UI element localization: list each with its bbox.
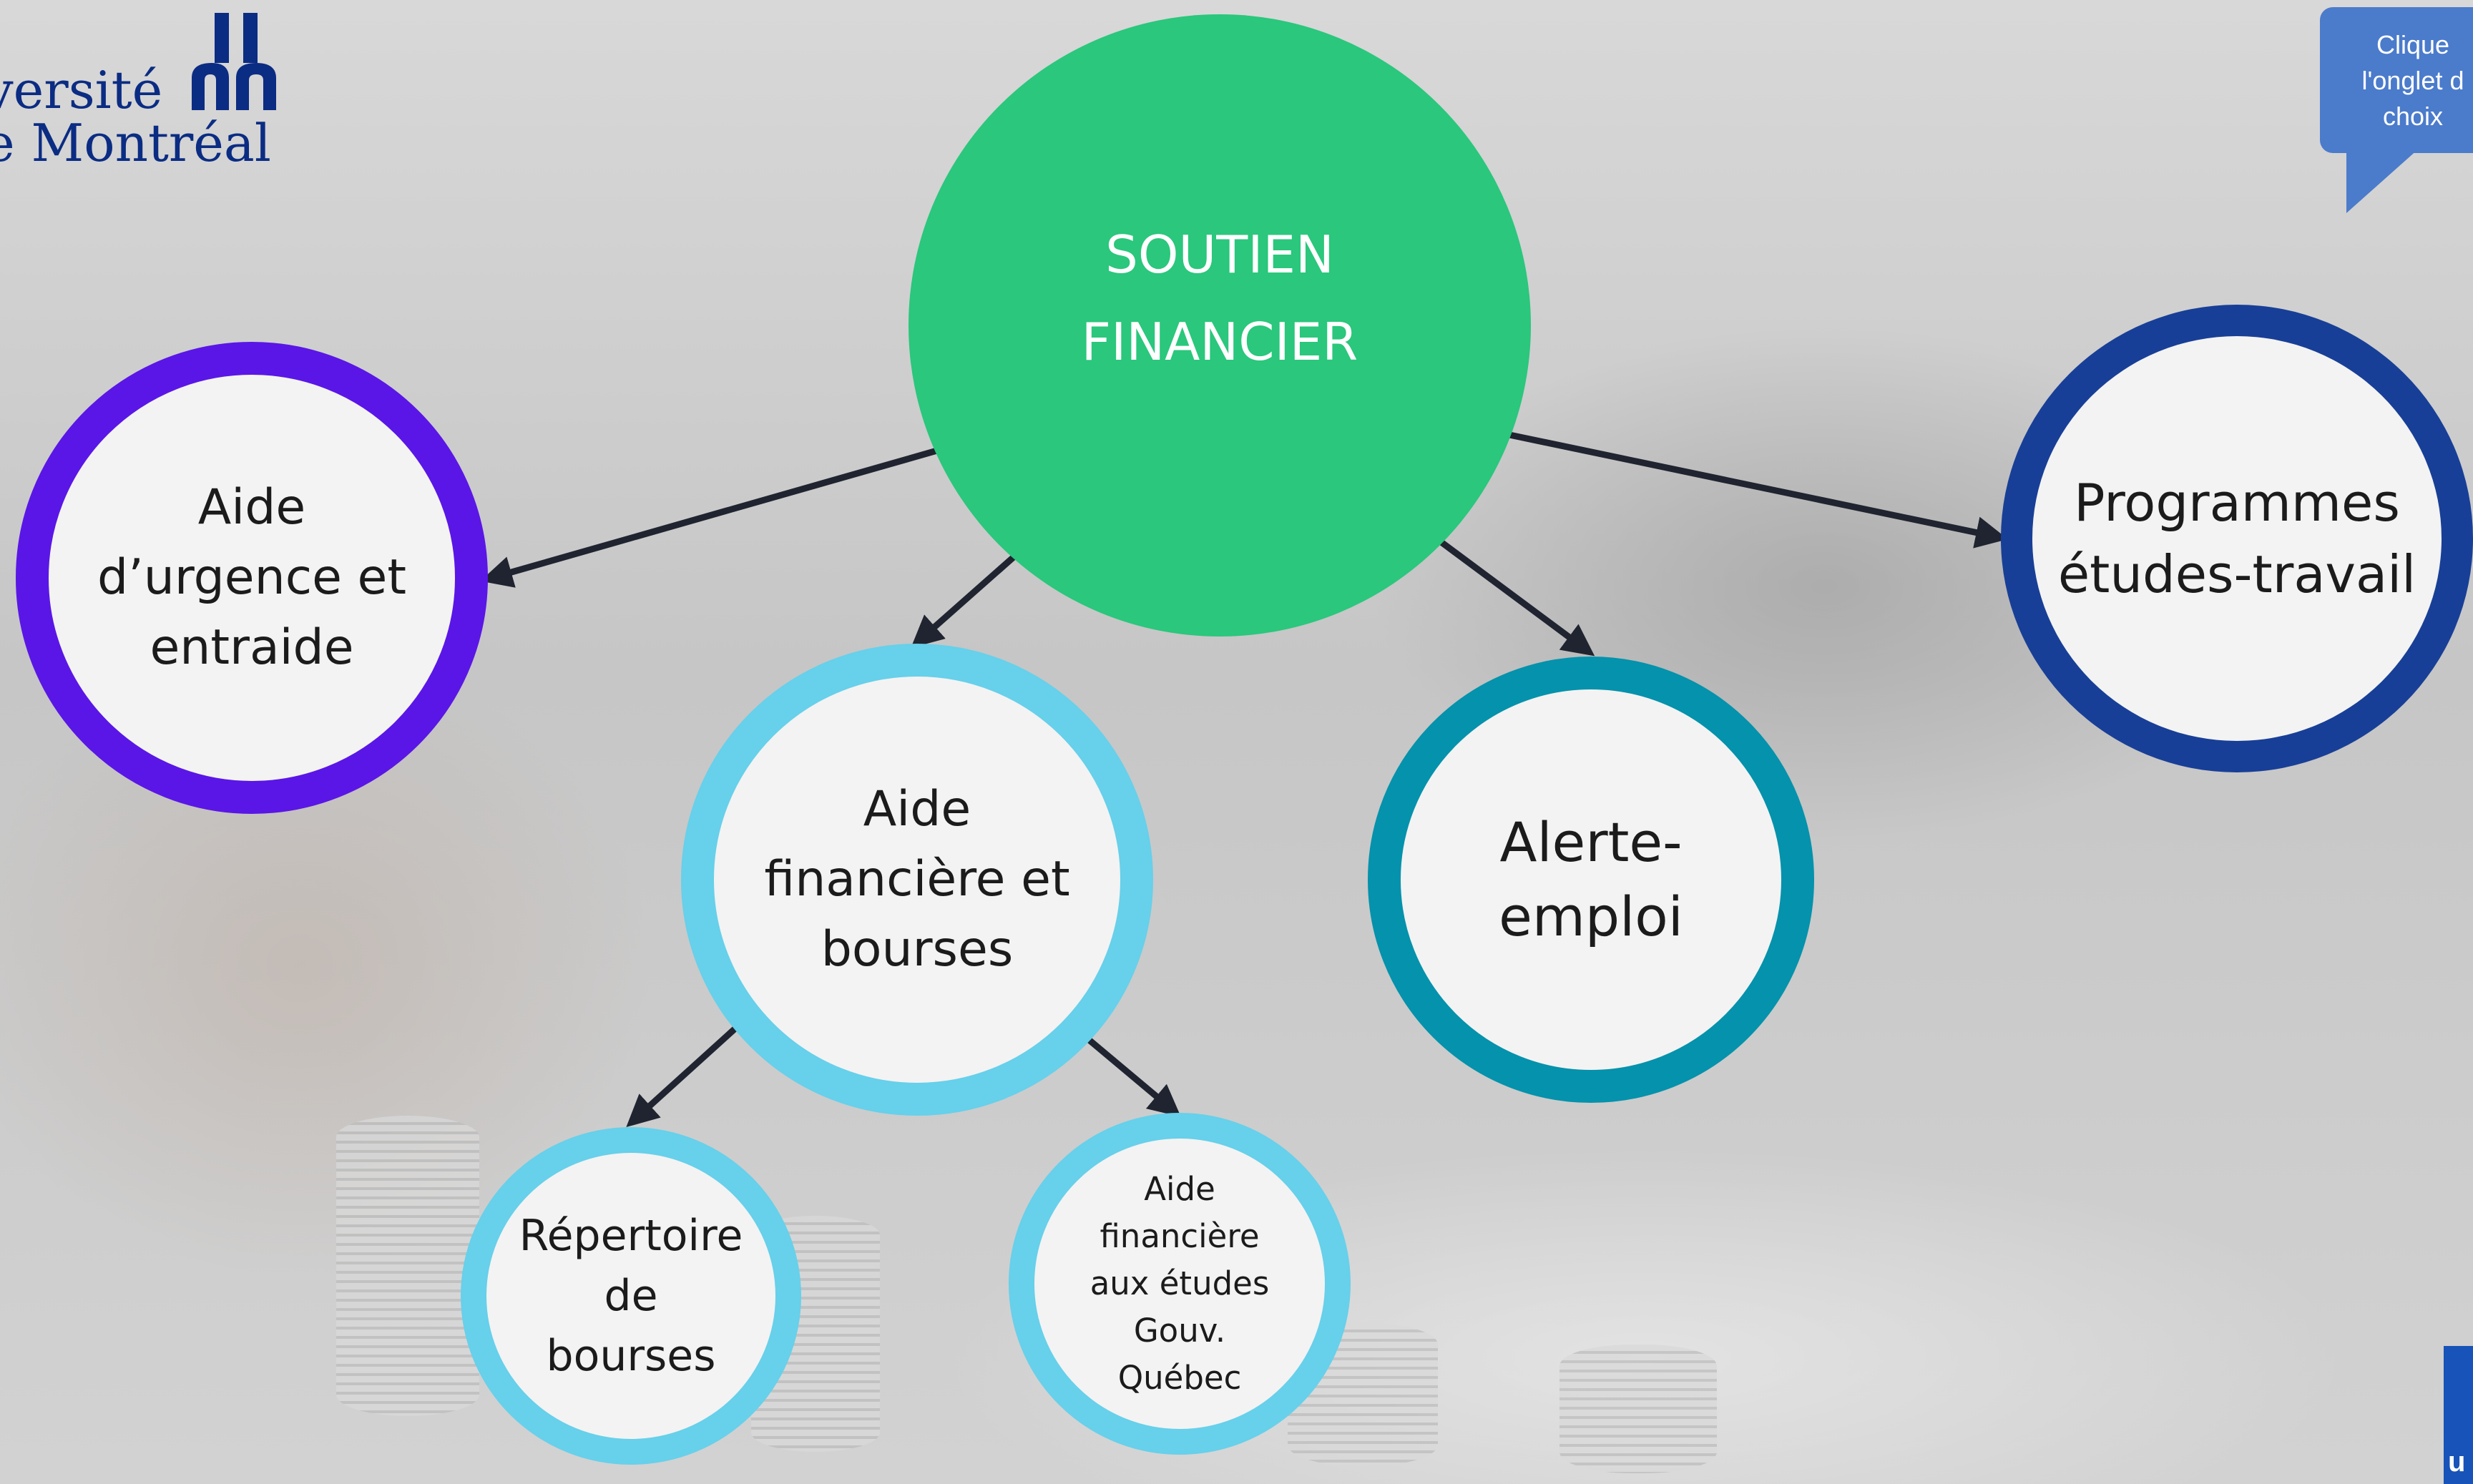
node-label: Québec xyxy=(1117,1359,1242,1397)
node-label: Gouv. xyxy=(1133,1312,1226,1350)
node-label: bourses xyxy=(546,1331,716,1381)
node-label: études-travail xyxy=(2057,544,2416,604)
node-repertoire-de-bourses[interactable]: Répertoire de bourses xyxy=(461,1127,801,1465)
node-aide-financiere-bourses[interactable]: Aide financière et bourses xyxy=(681,644,1153,1116)
node-label: financière xyxy=(1100,1217,1260,1255)
node-soutien-financier: SOUTIEN FINANCIER xyxy=(909,14,1531,637)
node-label: financière et xyxy=(764,851,1070,908)
arrow-to-urgence xyxy=(480,447,939,588)
node-label: d’urgence et xyxy=(97,549,407,606)
node-label: SOUTIEN xyxy=(1105,225,1334,285)
logo-text-line1: versité xyxy=(0,60,163,120)
speech-bubble-tail xyxy=(2346,143,2425,213)
hint-line: l'onglet d xyxy=(2361,66,2464,95)
node-label: Aide xyxy=(863,781,971,837)
node-label: emploi xyxy=(1499,885,1683,948)
hint-line: choix xyxy=(2382,102,2444,131)
node-label: Aide xyxy=(197,479,306,536)
coin-stack xyxy=(1559,1345,1717,1473)
node-label: Aide xyxy=(1144,1170,1215,1208)
node-programmes-etudes-travail[interactable]: Programmes études-travail xyxy=(2001,305,2473,772)
logo-text-line2: e Montréal xyxy=(0,113,271,173)
arrow-to-bourses xyxy=(911,554,1017,648)
node-label: Programmes xyxy=(2074,473,2400,533)
corner-badge: u xyxy=(2444,1346,2473,1484)
hint-speech-bubble: Clique l'onglet d choix xyxy=(2320,7,2473,153)
node-label: aux études xyxy=(1089,1264,1270,1302)
node-label: FINANCIER xyxy=(1081,312,1358,372)
corner-badge-label: u xyxy=(2448,1446,2466,1478)
node-label: Alerte- xyxy=(1499,810,1683,874)
hint-line: Clique xyxy=(2376,30,2450,59)
node-label: de xyxy=(604,1271,658,1321)
universite-de-montreal-logo: versité e Montréal xyxy=(0,0,308,179)
node-label: Répertoire xyxy=(519,1211,743,1261)
arrow-to-repertoire xyxy=(626,1024,740,1128)
arrow-to-alerte xyxy=(1437,538,1595,657)
node-aide-financiere-gouv-quebec[interactable]: Aide financière aux études Gouv. Québec xyxy=(1009,1113,1351,1455)
node-label: entraide xyxy=(150,619,354,676)
coin-stack xyxy=(336,1116,479,1416)
node-alerte-emploi[interactable]: Alerte- emploi xyxy=(1368,657,1814,1103)
udem-monogram-icon xyxy=(192,13,276,110)
arrow-to-programmes xyxy=(1509,431,2008,549)
arrow-to-gouv xyxy=(1085,1036,1181,1117)
node-label: bourses xyxy=(821,921,1014,978)
node-aide-urgence-entraide[interactable]: Aide d’urgence et entraide xyxy=(16,342,488,814)
